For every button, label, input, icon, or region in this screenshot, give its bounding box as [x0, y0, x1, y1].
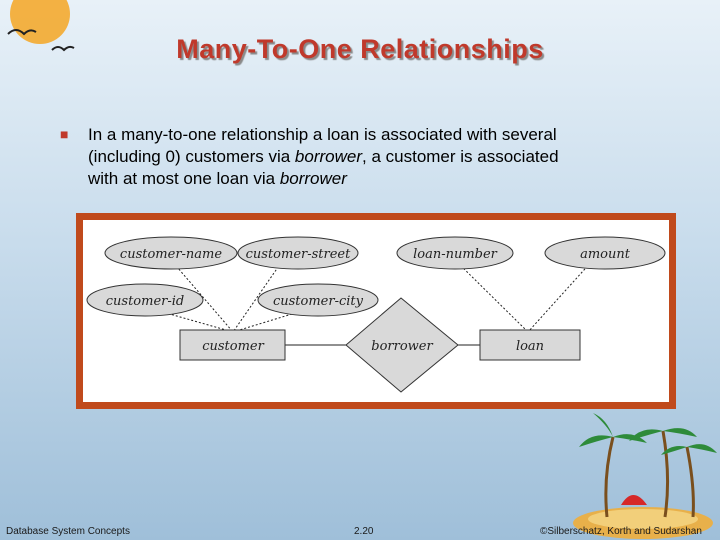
entity-loan-shape: [479, 329, 581, 361]
entity-customer-label: customer: [202, 339, 264, 354]
attr-amount-label: amount: [580, 247, 631, 262]
attr-customer-id-shape: [86, 283, 204, 317]
entity-loan-label: loan: [516, 339, 544, 354]
sun-with-birds-icon: [7, 0, 75, 52]
bullet-marker-icon: ■: [60, 126, 69, 142]
bullet-line-2-post: , a customer is associated: [362, 147, 559, 166]
footer-course: Database System Concepts: [6, 526, 130, 537]
relationship-borrower-shape: [345, 297, 459, 393]
bullet-line-3-em: borrower: [279, 169, 347, 188]
bullet-line-3-pre: with at most one loan via: [88, 169, 280, 188]
attr-customer-street-shape: [237, 236, 359, 270]
palm-island-icon: [573, 413, 717, 539]
bullet-line-2-em: borrower: [294, 147, 363, 166]
slide-title: Many-To-One Relationships: [176, 34, 544, 64]
attr-customer-city-shape: [257, 283, 379, 317]
er-diagram: customer-name customer-street customer-i…: [83, 220, 669, 402]
attr-customer-name-label: customer-name: [120, 247, 222, 262]
bullet-line-2-pre: (including 0) customers via: [88, 147, 295, 166]
entity-customer-shape: [179, 329, 286, 361]
er-diagram-svg: customer-name customer-street customer-i…: [86, 236, 666, 393]
relationship-borrower-label: borrower: [371, 339, 433, 354]
attr-customer-id-label: customer-id: [106, 294, 184, 309]
attr-customer-name-shape: [104, 236, 238, 270]
er-diagram-frame: customer-name customer-street customer-i…: [76, 213, 676, 409]
footer-copyright: ©Silberschatz, Korth and Sudarshan: [540, 526, 702, 537]
attr-loan-number-label: loan-number: [413, 247, 498, 262]
bullet-line-1: In a many-to-one relationship a loan is …: [88, 125, 557, 144]
attr-customer-street-label: customer-street: [246, 247, 351, 262]
attr-customer-city-label: customer-city: [273, 294, 364, 309]
footer-page-number: 2.20: [354, 526, 374, 537]
attr-amount-shape: [544, 236, 666, 270]
bullet-text: In a many-to-one relationship a loan is …: [88, 124, 658, 190]
attr-loan-number-shape: [396, 236, 514, 270]
